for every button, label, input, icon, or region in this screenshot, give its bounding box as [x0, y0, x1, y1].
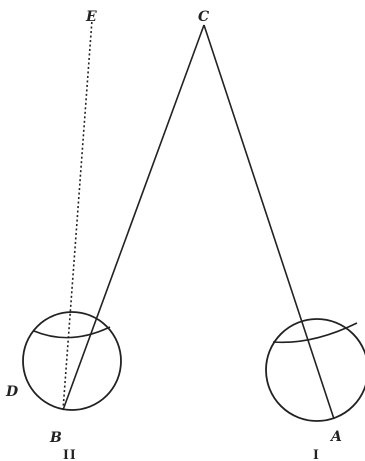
left-eye-lens-arc	[34, 327, 110, 338]
label-point-d: D	[5, 384, 19, 400]
left-eye	[23, 312, 121, 410]
right-eye-lens-arc	[273, 323, 357, 342]
label-point-c: C	[198, 9, 209, 25]
label-point-e: E	[85, 9, 97, 25]
label-eye-left-numeral: II	[63, 447, 77, 461]
label-eye-right-numeral: I	[313, 447, 320, 461]
right-eye	[266, 319, 365, 421]
right-eye-outline	[266, 319, 365, 421]
line-b-c	[63, 25, 204, 410]
line-c-a	[204, 25, 334, 419]
label-point-b: B	[49, 430, 62, 446]
line-b-e	[63, 20, 92, 410]
left-eye-outline	[23, 312, 121, 410]
label-point-a: A	[329, 429, 342, 445]
